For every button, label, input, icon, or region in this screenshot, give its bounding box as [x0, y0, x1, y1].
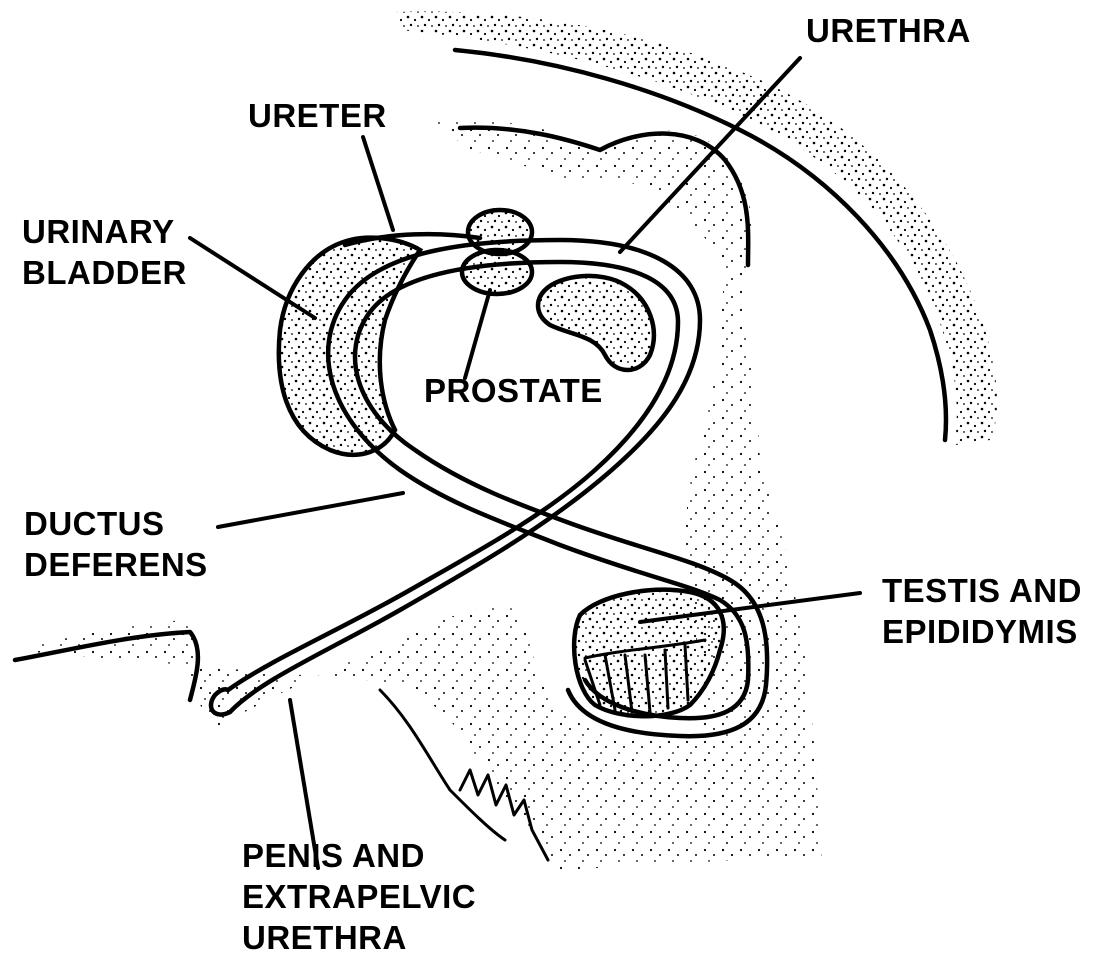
leader-prostate: [465, 290, 490, 378]
label-ureter: URETER: [248, 95, 387, 136]
leader-ureter: [363, 137, 393, 230]
label-urethra: URETHRA: [806, 10, 971, 51]
label-urinary-bladder: URINARY BLADDER: [22, 211, 187, 293]
leader-ductus-deferens: [218, 493, 403, 527]
label-testis-and-epididymis: TESTIS AND EPIDIDYMIS: [882, 570, 1082, 652]
accessory-gland: [538, 276, 654, 370]
label-penis-and-extrapelvic-urethra: PENIS AND EXTRAPELVIC URETHRA: [242, 835, 476, 958]
prostate-gland: [468, 210, 532, 254]
label-prostate: PROSTATE: [424, 370, 603, 411]
label-ductus-deferens: DUCTUS DEFERENS: [24, 503, 208, 585]
